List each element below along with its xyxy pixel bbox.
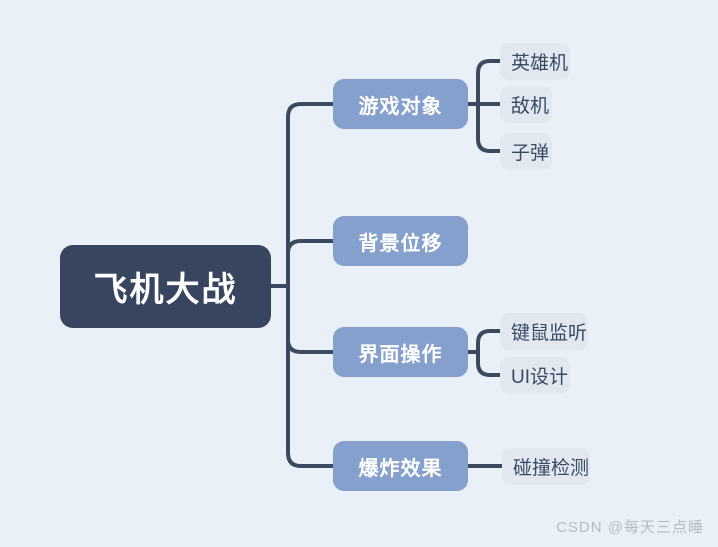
edge-trunk-branch-1 [286,102,335,288]
edge-branch1-leaf-3 [476,102,502,153]
leaf-node-enemy-plane-label: 敌机 [511,96,550,117]
mindmap-leaf-node-input-listener[interactable]: 键鼠监听 [500,313,588,350]
mindmap-leaf-node-enemy-plane[interactable]: 敌机 [500,86,552,123]
branch-node-1-label: 游戏对象 [358,95,443,118]
leaf-node-bullet-label: 子弹 [511,143,550,164]
mindmap-branch-node-1[interactable]: 游戏对象 [333,79,468,129]
branch-node-2-label: 背景位移 [358,232,443,255]
mindmap-leaf-node-ui-design[interactable]: UI设计 [500,357,570,394]
mindmap-leaf-node-bullet[interactable]: 子弹 [500,133,552,170]
edge-trunk-branch-4 [286,284,335,468]
leaf-node-hero-plane-label: 英雄机 [511,53,569,74]
leaf-node-input-listener-label: 键鼠监听 [511,323,588,344]
edge-branch1-leaf-1 [476,59,502,106]
edge-trunk-branch-3 [286,284,335,354]
edge-branch3-leaf-1 [476,329,502,354]
branch-node-4-label: 爆炸效果 [358,457,443,480]
edge-branch3-leaf-2 [476,350,502,377]
leaf-node-collision-detection-label: 碰撞检测 [513,458,590,479]
root-node-label: 飞机大战 [93,271,238,309]
branch-node-3-label: 界面操作 [358,343,443,366]
leaf-node-ui-design-label: UI设计 [511,367,569,388]
csdn-watermark: CSDN @每天三点睡 [556,519,704,536]
edge-trunk-branch-2 [286,239,335,288]
mindmap-branch-node-4[interactable]: 爆炸效果 [333,441,468,491]
mindmap-branch-node-2[interactable]: 背景位移 [333,216,468,266]
mindmap-root-node[interactable]: 飞机大战 [60,245,271,328]
mindmap-leaf-node-collision-detection[interactable]: 碰撞检测 [502,448,590,485]
mindmap-leaf-node-hero-plane[interactable]: 英雄机 [500,43,570,80]
mindmap-branch-node-3[interactable]: 界面操作 [333,327,468,377]
